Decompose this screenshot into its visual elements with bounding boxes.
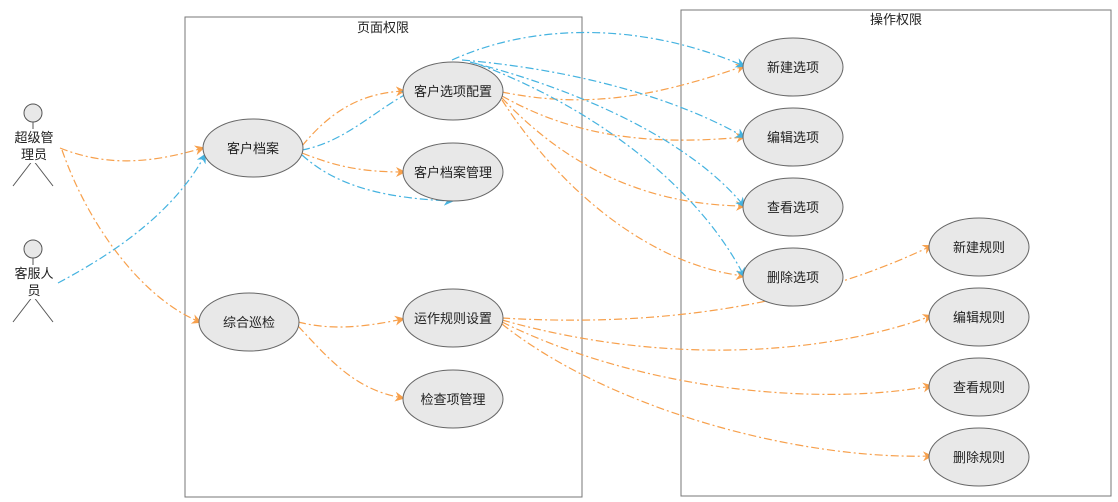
usecase-xinjian-xuanxiang-label: 新建选项 — [767, 60, 819, 76]
usecase-bianji-guize-label: 编辑规则 — [953, 311, 1005, 326]
usecase-xinjian-xuanxiang[interactable]: 新建选项 — [742, 37, 844, 97]
actor-customer-service-label-2: 员 — [27, 284, 40, 299]
usecase-kehu-dangan-label: 客户档案 — [227, 141, 279, 157]
usecase-chakan-xuanxiang-label: 查看选项 — [767, 200, 819, 216]
link-dangan-to-guanli — [301, 152, 406, 177]
actor-super-admin-label-1: 超级管 — [14, 131, 53, 146]
connectors — [57, 31, 933, 462]
link-peizhi-bianji-orange — [501, 95, 746, 143]
usecase-shanchu-xuanxiang[interactable]: 删除选项 — [742, 247, 844, 307]
link-peizhi-shanchu-blue — [477, 63, 745, 278]
link-peizhi-chakan-orange — [501, 97, 746, 211]
operation-permission-box: 操作权限 — [680, 9, 1112, 497]
operation-permission-title: 操作权限 — [870, 12, 922, 28]
link-xunjian-to-jianchaxiang — [297, 325, 405, 402]
link-admin-to-zonghe-xunjian — [61, 149, 202, 324]
link-dangan-to-guanli-blue — [301, 154, 454, 206]
actor-super-admin-label-2: 理员 — [21, 148, 47, 163]
link-admin-to-kehu-dangan — [59, 145, 205, 162]
link-peizhi-xinjian-blue — [451, 31, 746, 68]
usecase-bianji-guize[interactable]: 编辑规则 — [928, 287, 1030, 347]
link-shezhi-bianji-guize — [501, 314, 933, 351]
link-xunjian-to-shezhi — [297, 315, 405, 328]
usecase-shanchu-guize-label: 删除规则 — [953, 451, 1005, 466]
page-permission-box: 页面权限 — [184, 16, 583, 498]
usecase-kehu-dangan[interactable]: 客户档案 — [202, 118, 304, 178]
usecase-bianji-xuanxiang-label: 编辑选项 — [767, 131, 819, 146]
page-permission-title: 页面权限 — [357, 20, 409, 36]
link-peizhi-xinjian-orange — [501, 63, 746, 101]
link-dangan-to-peizhi-orange — [301, 86, 406, 147]
usecase-jianchaxiang-guanli-label: 检查项管理 — [420, 393, 485, 408]
link-shezhi-shanchu-guize — [501, 323, 933, 462]
link-peizhi-chakan-blue — [469, 61, 746, 208]
link-shezhi-chakan-guize — [501, 321, 933, 395]
usecase-xinjian-guize-label: 新建规则 — [953, 240, 1005, 256]
usecase-xinjian-guize[interactable]: 新建规则 — [928, 217, 1030, 277]
usecase-shanchu-xuanxiang-label: 删除选项 — [767, 271, 819, 286]
usecase-dangan-guanli[interactable]: 客户档案管理 — [402, 142, 504, 202]
link-peizhi-shanchu-orange — [501, 99, 746, 281]
usecase-chakan-guize-label: 查看规则 — [953, 380, 1005, 396]
usecase-shanchu-guize[interactable]: 删除规则 — [928, 427, 1030, 487]
usecase-guize-shezhi[interactable]: 运作规则设置 — [402, 288, 504, 348]
link-shezhi-xinjian-guize — [501, 244, 933, 321]
link-dangan-to-peizhi-blue — [301, 91, 412, 151]
usecase-xuanxiang-peizhi[interactable]: 客户选项配置 — [402, 61, 504, 121]
actor-customer-service-label-1: 客服人 — [14, 266, 53, 282]
usecase-chakan-xuanxiang[interactable]: 查看选项 — [742, 177, 844, 237]
link-peizhi-bianji-blue — [461, 59, 746, 139]
usecase-chakan-guize[interactable]: 查看规则 — [928, 357, 1030, 417]
usecase-jianchaxiang-guanli[interactable]: 检查项管理 — [402, 369, 504, 429]
usecase-zonghe-xunjian[interactable]: 综合巡检 — [198, 292, 300, 352]
usecase-bianji-xuanxiang[interactable]: 编辑选项 — [742, 107, 844, 167]
actor-customer-service[interactable]: 客服人 员 — [12, 239, 56, 323]
link-cs-to-kehu-dangan — [57, 153, 206, 284]
usecase-xuanxiang-peizhi-label: 客户选项配置 — [414, 84, 492, 100]
usecase-zonghe-xunjian-label: 综合巡检 — [223, 316, 275, 331]
actor-super-admin[interactable]: 超级管 理员 — [12, 103, 56, 187]
usecase-guize-shezhi-label: 运作规则设置 — [414, 312, 492, 327]
usecase-dangan-guanli-label: 客户档案管理 — [414, 165, 492, 181]
